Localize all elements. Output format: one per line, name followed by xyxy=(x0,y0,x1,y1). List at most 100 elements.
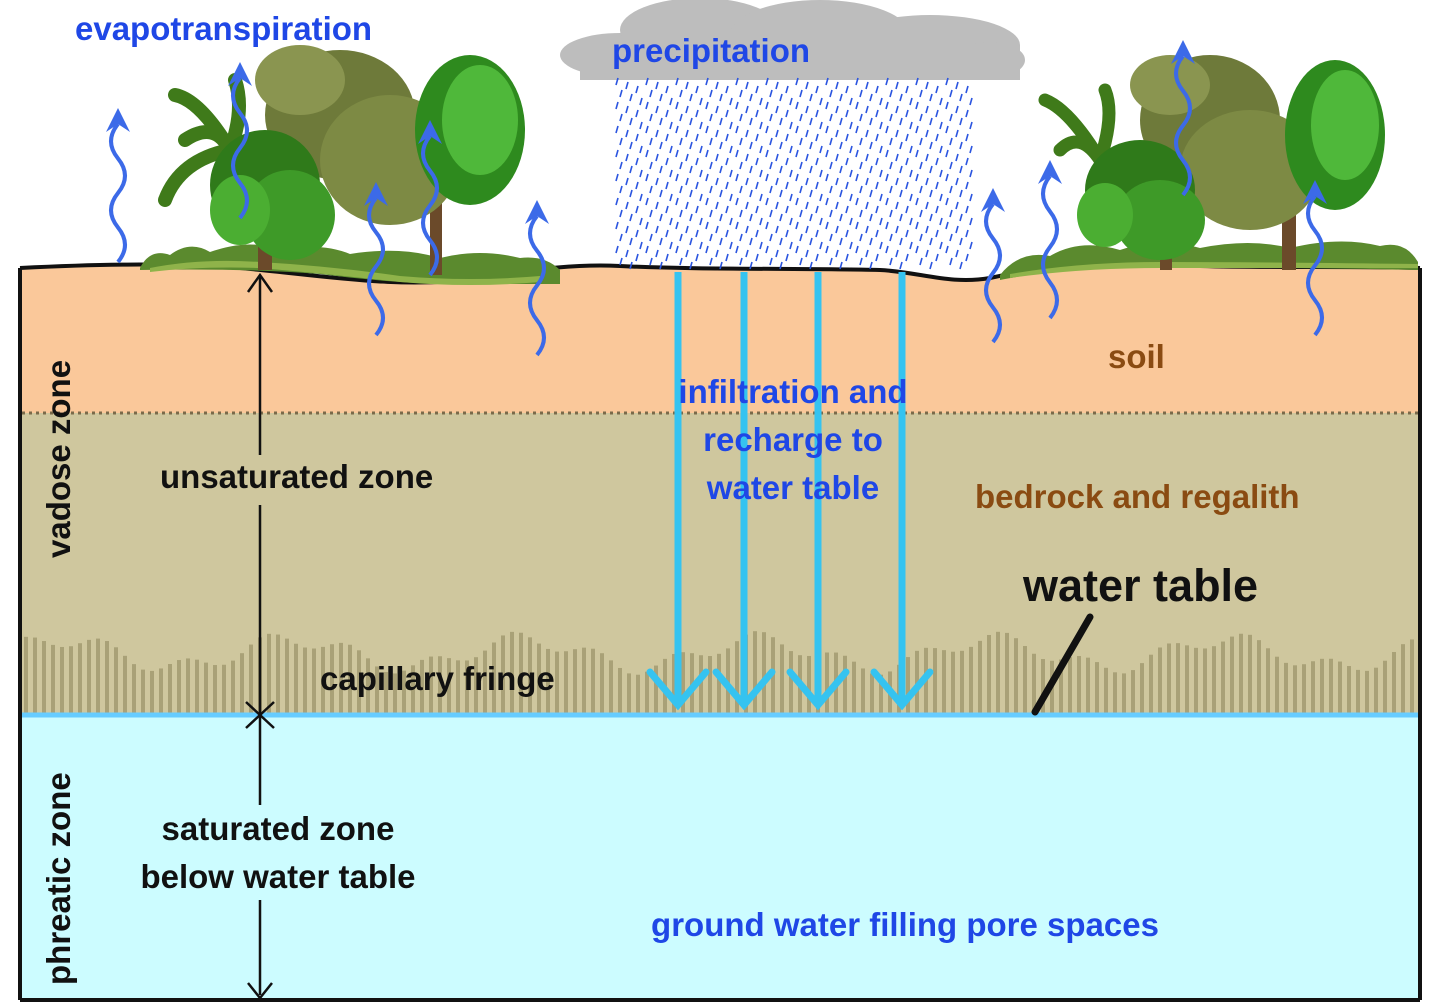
rain-drop xyxy=(715,129,719,138)
rain-drop xyxy=(619,209,623,218)
rain-drop xyxy=(655,201,659,210)
rain-drop xyxy=(705,125,709,134)
fringe-stripe xyxy=(996,631,1000,715)
rain-drop xyxy=(719,213,723,222)
rain-drop xyxy=(949,185,953,194)
rain-drop xyxy=(885,245,889,254)
evap-arrow xyxy=(1306,194,1324,337)
rain-drop xyxy=(679,89,683,98)
rain-drop xyxy=(939,97,943,106)
rain-drop xyxy=(775,81,779,90)
rain-drop xyxy=(929,261,933,270)
rain-drop xyxy=(729,169,733,178)
rain-drop xyxy=(839,141,843,150)
rain-drop xyxy=(859,161,863,170)
fringe-stripe xyxy=(672,653,676,715)
rain-drop xyxy=(885,101,889,110)
rain-drop xyxy=(705,245,709,254)
rain-drop xyxy=(769,209,773,218)
fringe-stripe xyxy=(60,646,64,715)
rain-drop xyxy=(745,249,749,258)
rain-drop xyxy=(769,137,773,146)
fringe-stripe xyxy=(1347,666,1351,715)
rain-drop xyxy=(699,217,703,226)
fringe-stripe xyxy=(195,659,199,715)
rain-drop xyxy=(659,189,663,198)
rain-drop xyxy=(725,85,729,94)
fringe-stripe xyxy=(123,655,127,715)
rain-drop xyxy=(919,185,923,194)
rain-drop xyxy=(825,125,829,134)
evap-arrowhead xyxy=(364,182,388,206)
rain-drop xyxy=(879,217,883,226)
rain-drop xyxy=(645,173,649,182)
rain-drop xyxy=(699,121,703,130)
rain-drop xyxy=(745,105,749,114)
rain-drop xyxy=(949,209,953,218)
rain-drop xyxy=(785,109,789,118)
rain-drop xyxy=(765,245,769,254)
rain-drop xyxy=(709,233,713,242)
fringe-stripe xyxy=(1023,646,1027,715)
rain-drop xyxy=(625,201,629,210)
fringe-stripe xyxy=(537,643,541,715)
rain-drop xyxy=(689,117,693,126)
fringe-stripe xyxy=(231,660,235,715)
water-table-pointer xyxy=(1031,613,1094,716)
rain-drop xyxy=(819,241,823,250)
rain-drop xyxy=(969,241,973,250)
rain-drop xyxy=(945,149,949,158)
rain-drop xyxy=(829,233,833,242)
rain-drop xyxy=(639,193,643,202)
rain-drop xyxy=(845,229,849,238)
fringe-stripe xyxy=(330,644,334,715)
rain-drop xyxy=(619,137,623,146)
rain-drop xyxy=(809,93,813,102)
rain-drop xyxy=(665,85,669,94)
rain-drop xyxy=(779,237,783,246)
fringe-stripe xyxy=(861,668,865,715)
rain-drop xyxy=(899,189,903,198)
rain-drop xyxy=(859,209,863,218)
fringe-stripe xyxy=(699,655,703,715)
rain-drop xyxy=(725,133,729,142)
rain-drop xyxy=(765,77,769,86)
rain-drop xyxy=(775,225,779,234)
rain-drop xyxy=(835,129,839,138)
fringe-stripe xyxy=(249,644,253,715)
fringe-stripe xyxy=(1392,652,1396,715)
rain-drop xyxy=(645,125,649,134)
rain-drop xyxy=(869,189,873,198)
rain-drop xyxy=(959,141,963,150)
rain-drop xyxy=(925,129,929,138)
rain-drop xyxy=(715,177,719,186)
rain-drop xyxy=(725,181,729,190)
rain-drop xyxy=(715,153,719,162)
rain-drop xyxy=(639,121,643,130)
rain-drop xyxy=(875,181,879,190)
rain-drop xyxy=(849,97,853,106)
rain-drop xyxy=(945,197,949,206)
rain-drop xyxy=(805,225,809,234)
rain-drop xyxy=(739,161,743,170)
rain-drop xyxy=(779,189,783,198)
rain-drop xyxy=(925,153,929,162)
fringe-stripe xyxy=(717,653,721,715)
fringe-stripe xyxy=(213,665,217,715)
rain-drop xyxy=(725,109,729,118)
vadose-zone-label: vadose zone xyxy=(40,360,77,558)
rain-drop xyxy=(775,201,779,210)
rain-drop xyxy=(865,153,869,162)
rain-drop xyxy=(875,157,879,166)
rain-drop xyxy=(635,157,639,166)
rain-drop xyxy=(969,217,973,226)
rain-drop xyxy=(649,137,653,146)
infiltration-label-line2: recharge to xyxy=(703,421,883,458)
rain-drop xyxy=(935,181,939,190)
rain-drop xyxy=(709,209,713,218)
rain-drop xyxy=(869,165,873,174)
rain-drop xyxy=(945,125,949,134)
rain-drop xyxy=(809,237,813,246)
rain-drop xyxy=(645,197,649,206)
rain-drop xyxy=(685,81,689,90)
